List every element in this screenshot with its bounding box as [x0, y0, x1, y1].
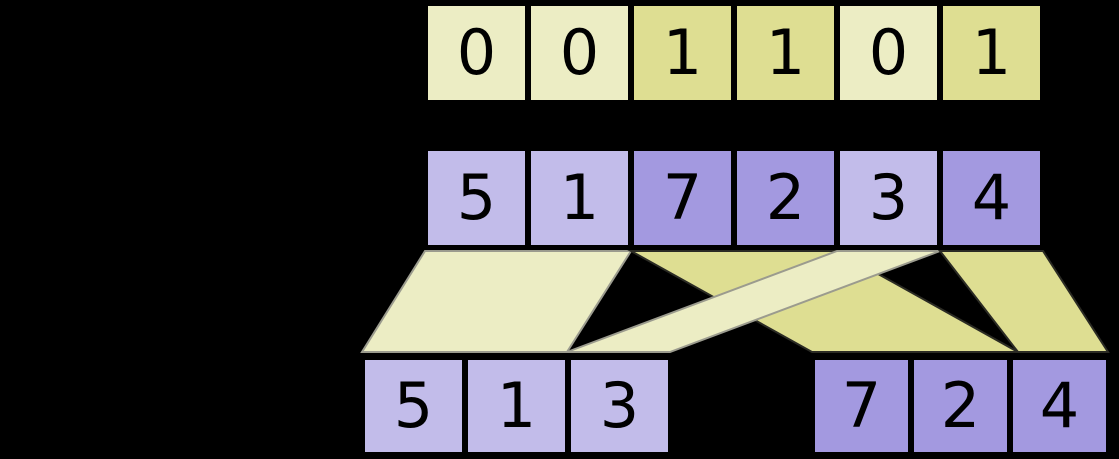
value-cell-5: 4 — [940, 148, 1043, 248]
mask-cell-2: 1 — [631, 3, 734, 103]
connector-false-group-0-1 — [360, 250, 633, 353]
output-right-cell-0: 7 — [812, 357, 911, 455]
mask-cell-0: 0 — [425, 3, 528, 103]
output-left-cell-0: 5 — [362, 357, 465, 455]
value-cell-4: 3 — [837, 148, 940, 248]
mask-cell-1: 0 — [528, 3, 631, 103]
output-left-cell-2: 3 — [568, 357, 671, 455]
mask-cell-3: 1 — [734, 3, 837, 103]
value-cell-0: 5 — [425, 148, 528, 248]
connector-true-4 — [937, 250, 1110, 353]
output-right-cell-2: 4 — [1010, 357, 1109, 455]
output-left-cell-1: 1 — [465, 357, 568, 455]
output-right-cell-1: 2 — [911, 357, 1010, 455]
value-cell-3: 2 — [734, 148, 837, 248]
mask-cell-4: 0 — [837, 3, 940, 103]
value-cell-2: 7 — [631, 148, 734, 248]
connector-true-7-2 — [627, 250, 1022, 353]
mask-cell-5: 1 — [940, 3, 1043, 103]
connector-false-3 — [566, 250, 941, 353]
value-cell-1: 1 — [528, 148, 631, 248]
